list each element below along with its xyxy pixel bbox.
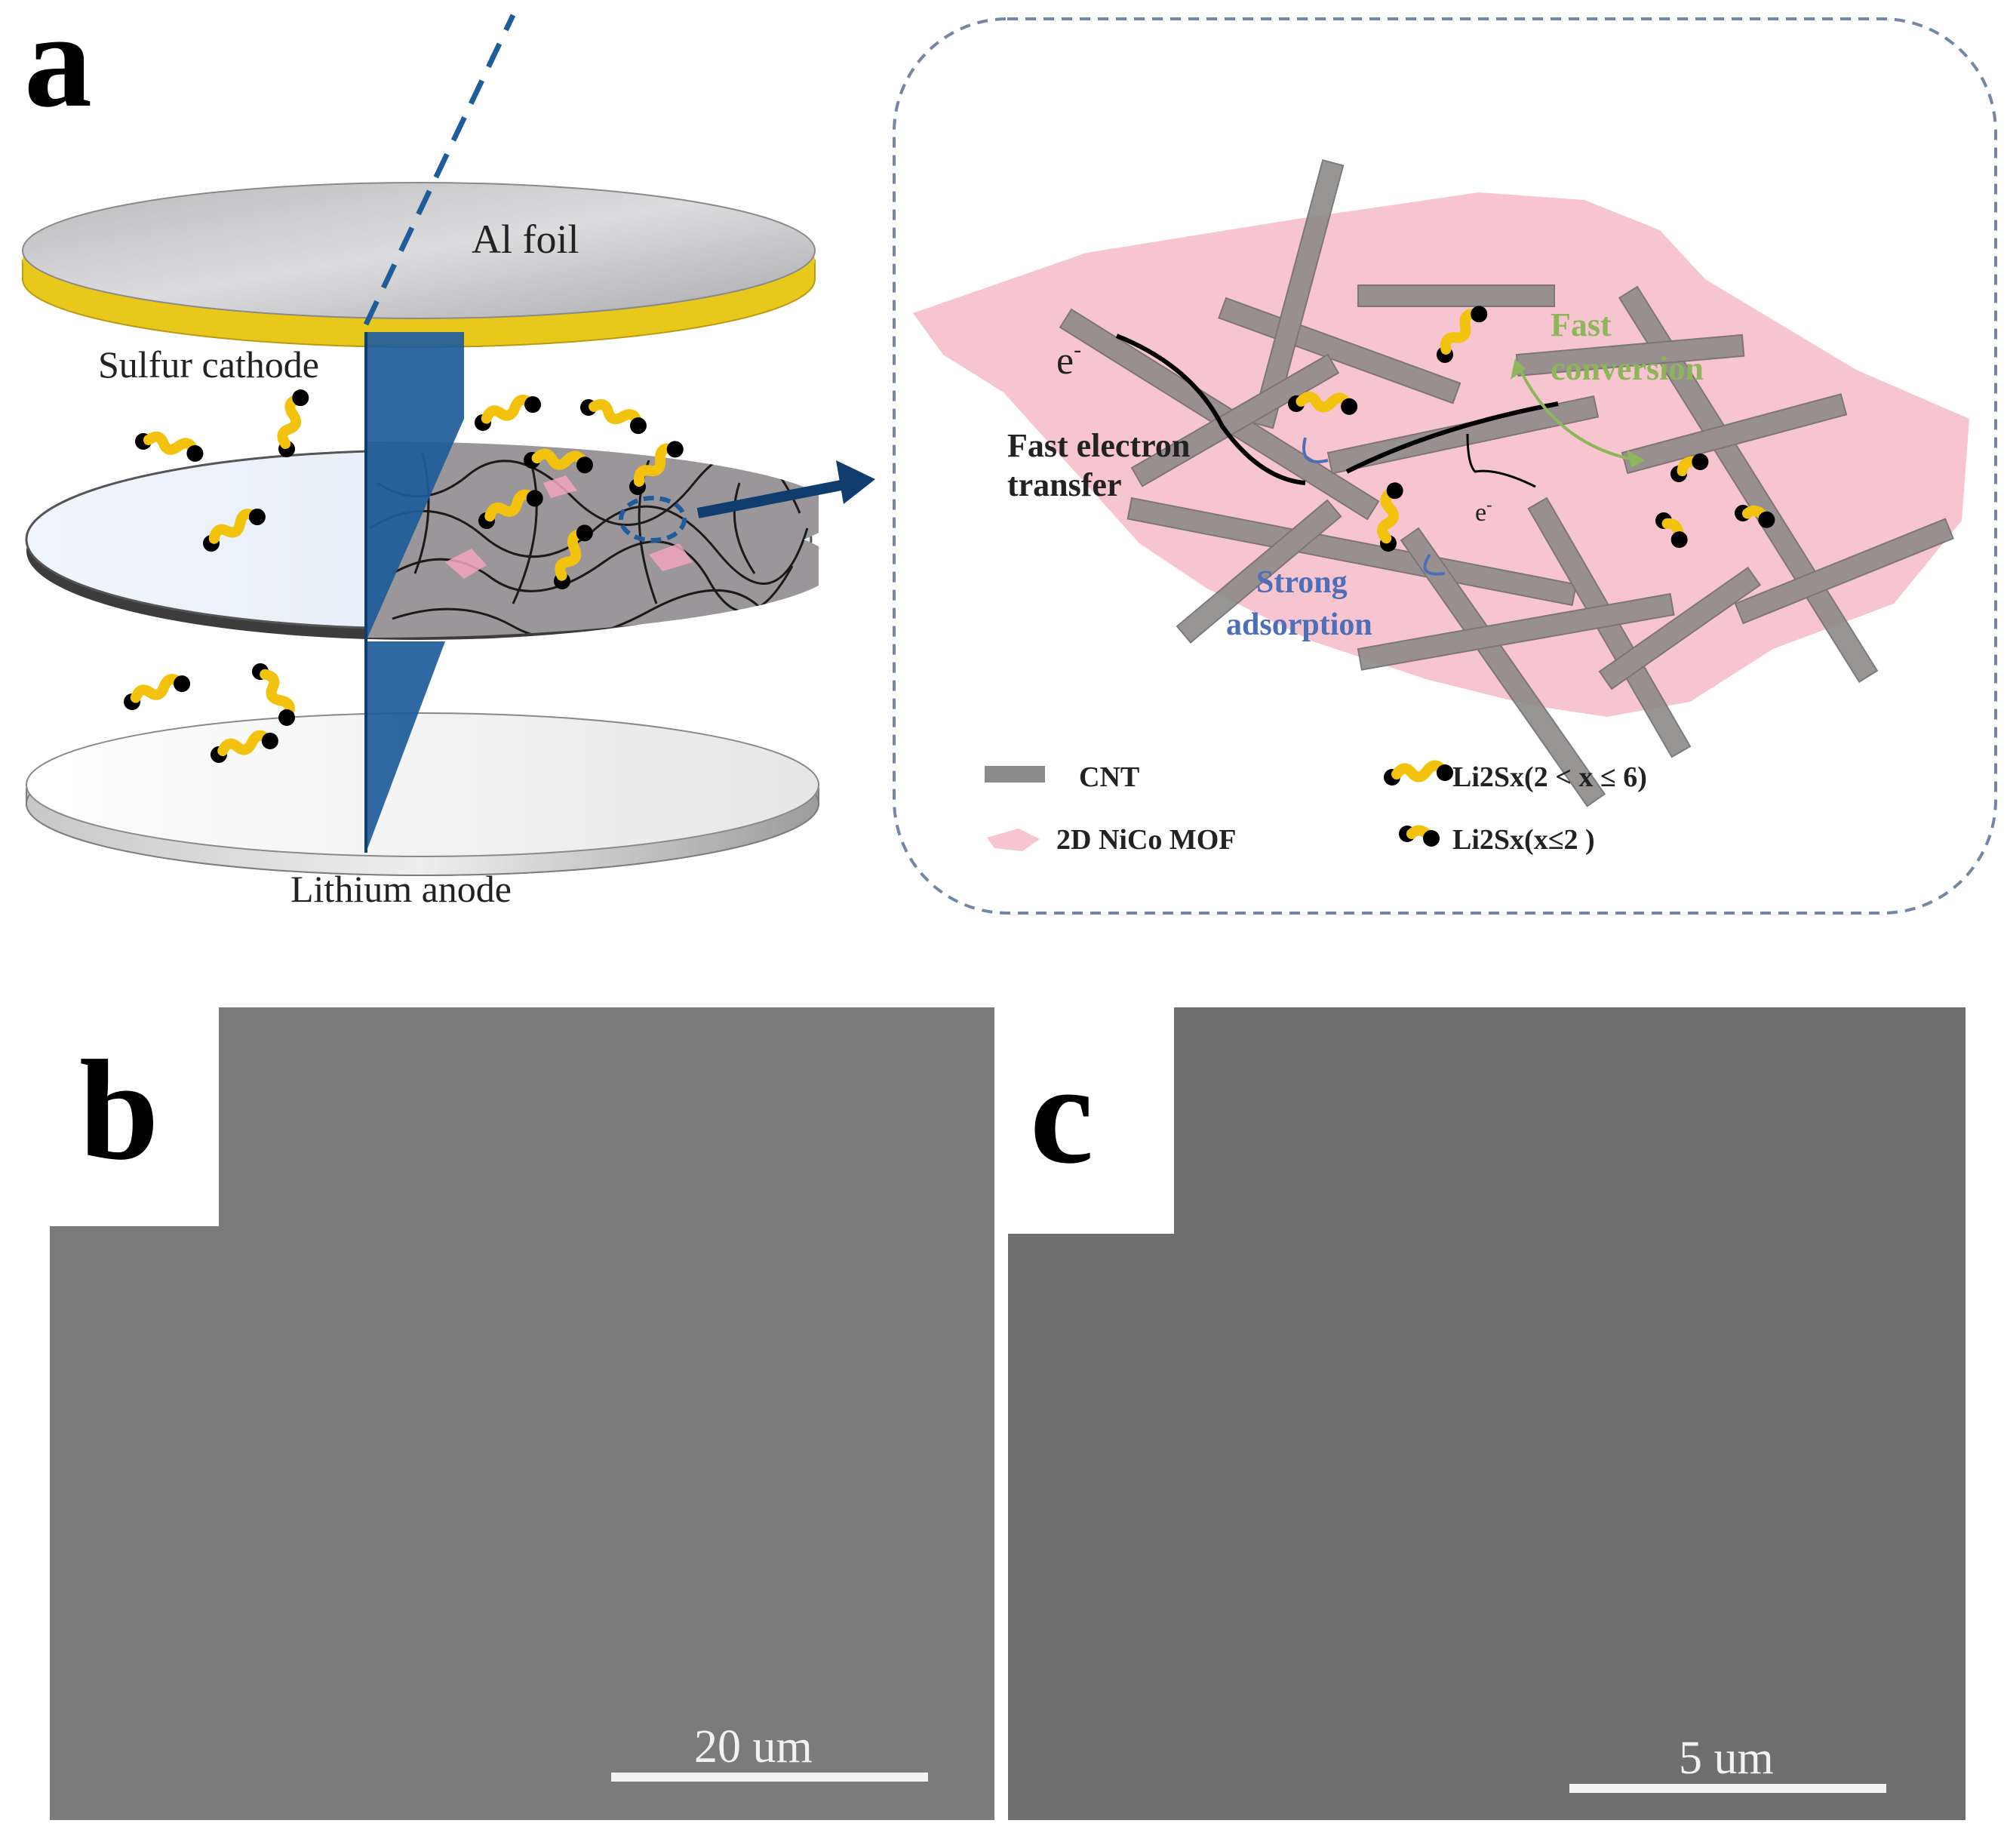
sem-image-c — [1008, 1007, 1966, 1820]
al-foil-label: Al foil — [472, 217, 579, 262]
panel-a-letter: a — [24, 0, 92, 135]
scale-bar-c-label: 5 um — [1679, 1733, 1774, 1784]
electron-label: e- — [1056, 337, 1081, 383]
fast-conversion-line-2: conversion — [1551, 350, 1704, 387]
electron-small-label: e- — [1475, 495, 1492, 527]
panel-c-letter: c — [1030, 1035, 1093, 1194]
strong-adsorption-line-1: Strong — [1256, 565, 1348, 600]
fast-conversion-line-1: Fast — [1551, 306, 1612, 343]
panel-a: a Al foil — [22, 0, 1997, 915]
strong-adsorption-label: Strong adsorption — [1226, 565, 1372, 642]
cnt-rods — [1059, 159, 1954, 807]
fast-electron-line-1: Fast electron — [1007, 427, 1190, 464]
legend-cnt-swatch — [985, 766, 1045, 783]
legend-short-chain-icon — [1399, 826, 1440, 847]
sem-image-b — [50, 1007, 994, 1820]
mof-sheet — [913, 192, 1969, 717]
sulfur-cathode-label: Sulfur cathode — [98, 343, 319, 386]
lithium-anode-label: Lithium anode — [290, 868, 512, 910]
legend: CNT 2D NiCo MOF Li2Sx(2 < x ≤ 6) Li2Sx(x… — [985, 761, 1647, 856]
fast-electron-line-2: transfer — [1007, 466, 1122, 503]
panel-b: b 20 um — [50, 1007, 994, 1820]
zoom-inset-border — [893, 17, 1997, 915]
electron-paths — [1115, 334, 1645, 576]
fast-conversion-label: Fast conversion — [1551, 306, 1704, 387]
cut-wedge — [363, 14, 516, 853]
scale-bar-b-label: 20 um — [694, 1721, 813, 1773]
battery-schematic: Al foil — [22, 14, 875, 910]
separator-disk — [25, 441, 819, 640]
panel-b-letter: b — [79, 1032, 159, 1190]
scale-bar-b: 20 um — [611, 1721, 928, 1782]
scale-bar-c: 5 um — [1569, 1733, 1886, 1793]
al-foil-disk — [22, 182, 816, 348]
lithium-anode-disk — [26, 712, 819, 876]
legend-cnt-label: CNT — [1079, 761, 1139, 793]
legend-mof-label: 2D NiCo MOF — [1056, 824, 1237, 856]
legend-long-chain-label: Li2Sx(2 < x ≤ 6) — [1452, 761, 1647, 793]
panel-c: c 5 um — [1008, 1007, 1966, 1820]
strong-adsorption-line-2: adsorption — [1226, 607, 1372, 642]
legend-mof-swatch — [987, 829, 1040, 851]
legend-long-chain-icon — [1384, 764, 1453, 786]
legend-short-chain-label: Li2Sx(x≤2 ) — [1452, 824, 1595, 856]
zoom-arrow — [696, 460, 875, 518]
